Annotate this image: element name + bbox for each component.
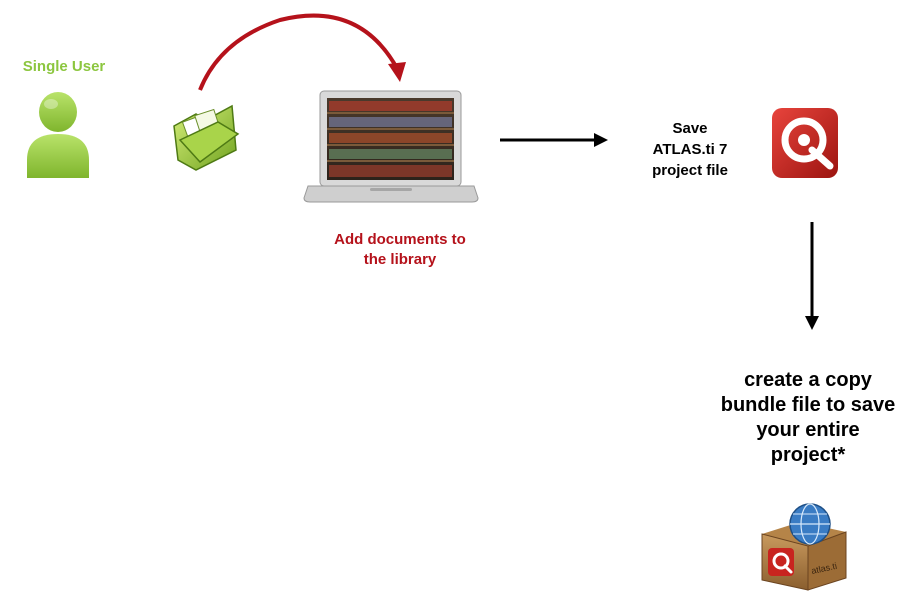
bundle-line-3: your entire <box>756 419 860 441</box>
save-project-label: Save ATLAS.ti 7 project file <box>628 118 752 181</box>
save-line-2: ATLAS.ti 7 <box>652 141 728 158</box>
bundle-box-icon <box>761 503 847 591</box>
laptop-library-icon <box>303 90 479 203</box>
folder-documents-icon <box>173 104 240 171</box>
save-line-3: project file <box>652 162 728 179</box>
add-documents-line-2: the library <box>363 251 437 268</box>
bundle-line-2: bundle file to save <box>720 394 896 416</box>
atlas-ti-logo-icon <box>772 108 838 178</box>
bundle-label: create a copy bundle file to save your e… <box>690 368 912 468</box>
down-arrow <box>805 222 819 330</box>
single-user-label: Single User <box>22 58 106 75</box>
right-arrow <box>500 133 608 147</box>
curved-arrow <box>198 13 406 91</box>
add-documents-line-1: Add documents to <box>334 231 466 248</box>
save-line-1: Save <box>672 120 708 137</box>
user-silhouette-icon <box>27 92 89 178</box>
bundle-line-1: create a copy <box>744 369 872 391</box>
bundle-line-4: project* <box>770 444 846 466</box>
add-documents-label: Add documents to the library <box>300 230 500 270</box>
